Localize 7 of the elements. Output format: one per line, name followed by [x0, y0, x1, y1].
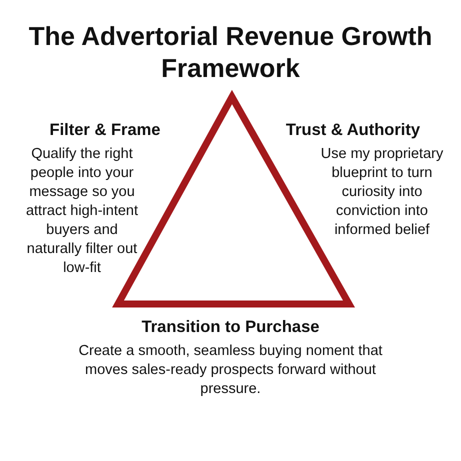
description-text: Use my proprietary blueprint to turn curiosity into conviction into informed belief [320, 145, 444, 240]
section-heading: Trust & Authority [284, 121, 422, 140]
title: The Advertorial Revenue Growth Framework [28, 20, 434, 84]
section-heading: Transition to Purchase [140, 318, 320, 337]
description-text: Create a smooth, seamless buying noment that moves sales-ready prospects forward without pressure. [78, 342, 384, 399]
section-heading: Filter & Frame [48, 121, 162, 140]
description-text: Qualify the right people into your message so you attract high-intent buyers and naturally filter out low-fit [24, 145, 140, 278]
